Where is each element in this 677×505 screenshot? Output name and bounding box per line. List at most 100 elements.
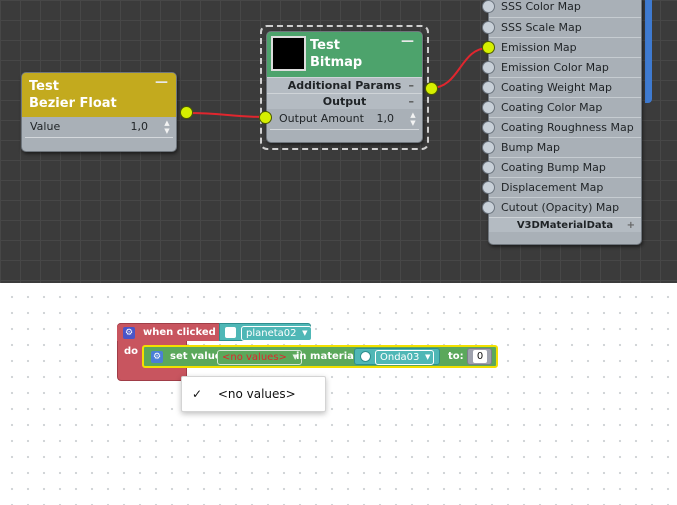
set-value-gear-icon[interactable]: ⚙	[151, 351, 163, 363]
material-input-label: Coating Color Map	[501, 101, 603, 114]
number-field[interactable]: 0	[473, 350, 487, 363]
bitmap-input-socket[interactable]	[259, 111, 272, 124]
material-input-row[interactable]: Coating Weight Map	[482, 77, 641, 97]
node-wires	[187, 47, 489, 118]
value-dropdown-caret-icon: ▼	[292, 353, 298, 361]
do-label: do	[124, 346, 139, 357]
globe-icon	[360, 351, 371, 362]
material-input-socket[interactable]	[482, 101, 495, 114]
set-value-label: set value	[170, 351, 222, 362]
material-input-socket[interactable]	[482, 201, 495, 214]
material-input-socket[interactable]	[482, 181, 495, 194]
dropdown-option-label: <no values>	[217, 387, 296, 401]
material-dropdown[interactable]: Onda03 ▼	[375, 350, 435, 365]
material-input-socket[interactable]	[482, 0, 495, 13]
material-input-row[interactable]: Coating Bump Map	[482, 157, 641, 177]
bezier-output-socket[interactable]	[180, 106, 193, 119]
when-clicked-header[interactable]: ⚙ when clicked planeta02 ▼	[117, 323, 312, 341]
set-value-block[interactable]: ⚙ set value <no values> ▼ in material On…	[142, 345, 498, 368]
object-dropdown[interactable]: planeta02 ▼	[241, 326, 312, 341]
wire-bitmap-to-material	[430, 47, 489, 89]
bezier-node-title-line2: Bezier Float	[29, 96, 117, 111]
material-input-row[interactable]: Bump Map	[482, 137, 641, 157]
node-editor-canvas[interactable]: Test Bezier Float — Value 1,0 ▲▼ Test Bi…	[0, 0, 677, 283]
material-input-label: SSS Color Map	[501, 0, 581, 13]
material-input-row[interactable]: SSS Color Map	[482, 0, 641, 17]
value-dropdown-menu: ✓ <no values>	[181, 376, 326, 412]
bezier-node-title-line1: Test	[29, 79, 59, 94]
bezier-value-row[interactable]: Value 1,0 ▲▼	[22, 117, 176, 137]
material-selector[interactable]: Onda03 ▼	[354, 348, 440, 365]
output-section-label: Output	[322, 95, 367, 108]
additional-params-toggle-icon[interactable]: –	[408, 79, 415, 92]
object-name: planeta02	[246, 328, 297, 339]
bitmap-node-title-line1: Test	[310, 38, 340, 53]
bezier-value-label: Value	[30, 120, 61, 133]
bitmap-node[interactable]: Test Bitmap — Additional Params – Output…	[266, 31, 423, 143]
event-gear-icon[interactable]: ⚙	[123, 327, 135, 339]
material-input-label: SSS Scale Map	[501, 21, 582, 34]
bezier-collapse-button[interactable]: —	[155, 75, 168, 90]
when-clicked-label: when clicked	[143, 327, 216, 338]
material-input-label: Emission Map	[501, 41, 577, 54]
output-section[interactable]: Output –	[267, 93, 422, 109]
material-input-label: Coating Weight Map	[501, 81, 613, 94]
number-block[interactable]: 0	[467, 348, 492, 365]
material-node-edge	[645, 0, 652, 103]
bezier-float-node[interactable]: Test Bezier Float — Value 1,0 ▲▼	[21, 72, 177, 152]
to-label: to:	[448, 351, 464, 362]
material-input-socket[interactable]	[482, 21, 495, 34]
material-input-row[interactable]: SSS Scale Map	[482, 17, 641, 37]
material-input-row[interactable]: Coating Roughness Map	[482, 117, 641, 137]
output-amount-row[interactable]: Output Amount 1,0 ▲▼	[267, 109, 422, 129]
material-input-socket[interactable]	[482, 81, 495, 94]
in-material-label: in material	[296, 351, 358, 362]
bitmap-node-title-line2: Bitmap	[310, 55, 363, 70]
material-input-socket[interactable]	[482, 141, 495, 154]
material-node-footer[interactable]: V3DMaterialData +	[489, 217, 641, 232]
bitmap-thumbnail	[271, 36, 306, 71]
bezier-value-field[interactable]: 1,0	[130, 120, 149, 133]
material-input-row[interactable]: Displacement Map	[482, 177, 641, 197]
bezier-node-header[interactable]: Test Bezier Float —	[22, 73, 176, 117]
bezier-value-spinner-icon[interactable]: ▲▼	[164, 119, 170, 135]
puzzle-editor-workspace[interactable]: ⚙ when clicked planeta02 ▼ do ⚙ set valu…	[0, 283, 677, 505]
material-input-row[interactable]: Cutout (Opacity) Map	[482, 197, 641, 217]
material-input-row[interactable]: Emission Color Map	[482, 57, 641, 77]
material-input-label: Bump Map	[501, 141, 560, 154]
wire-bezier-to-bitmap	[187, 112, 266, 118]
additional-params-label: Additional Params	[287, 79, 402, 92]
material-input-socket[interactable]	[482, 161, 495, 174]
output-section-toggle-icon[interactable]: –	[408, 95, 415, 108]
material-input-label: Displacement Map	[501, 181, 604, 194]
material-input-socket[interactable]	[482, 121, 495, 134]
cube-icon	[225, 327, 236, 338]
bitmap-node-footer	[270, 129, 419, 135]
when-clicked-bar[interactable]: ⚙ when clicked	[117, 323, 219, 341]
material-input-label: Coating Bump Map	[501, 161, 606, 174]
dropdown-option-no-values[interactable]: ✓ <no values>	[192, 387, 296, 401]
material-input-row[interactable]: Coating Color Map	[482, 97, 641, 117]
value-dropdown[interactable]: <no values> ▼	[217, 350, 302, 365]
value-dropdown-text: <no values>	[222, 352, 287, 363]
material-input-row[interactable]: Emission Map	[482, 37, 641, 57]
checkmark-icon: ✓	[192, 387, 203, 401]
additional-params-section[interactable]: Additional Params –	[267, 77, 422, 93]
material-input-socket[interactable]	[482, 61, 495, 74]
material-node-footer-label: V3DMaterialData	[516, 220, 614, 231]
bitmap-output-socket[interactable]	[425, 82, 438, 95]
material-footer-expand-icon[interactable]: +	[626, 220, 635, 231]
material-input-socket[interactable]	[482, 41, 495, 54]
bitmap-collapse-button[interactable]: —	[401, 34, 414, 49]
output-amount-spinner-icon[interactable]: ▲▼	[410, 111, 416, 127]
bezier-node-footer	[25, 137, 173, 143]
output-amount-field[interactable]: 1,0	[376, 112, 395, 125]
material-dropdown-caret-icon: ▼	[425, 353, 431, 361]
bitmap-node-header[interactable]: Test Bitmap —	[267, 32, 422, 77]
object-selector[interactable]: planeta02 ▼	[219, 323, 312, 341]
material-input-label: Coating Roughness Map	[501, 121, 634, 134]
object-dropdown-caret-icon: ▼	[302, 329, 308, 337]
